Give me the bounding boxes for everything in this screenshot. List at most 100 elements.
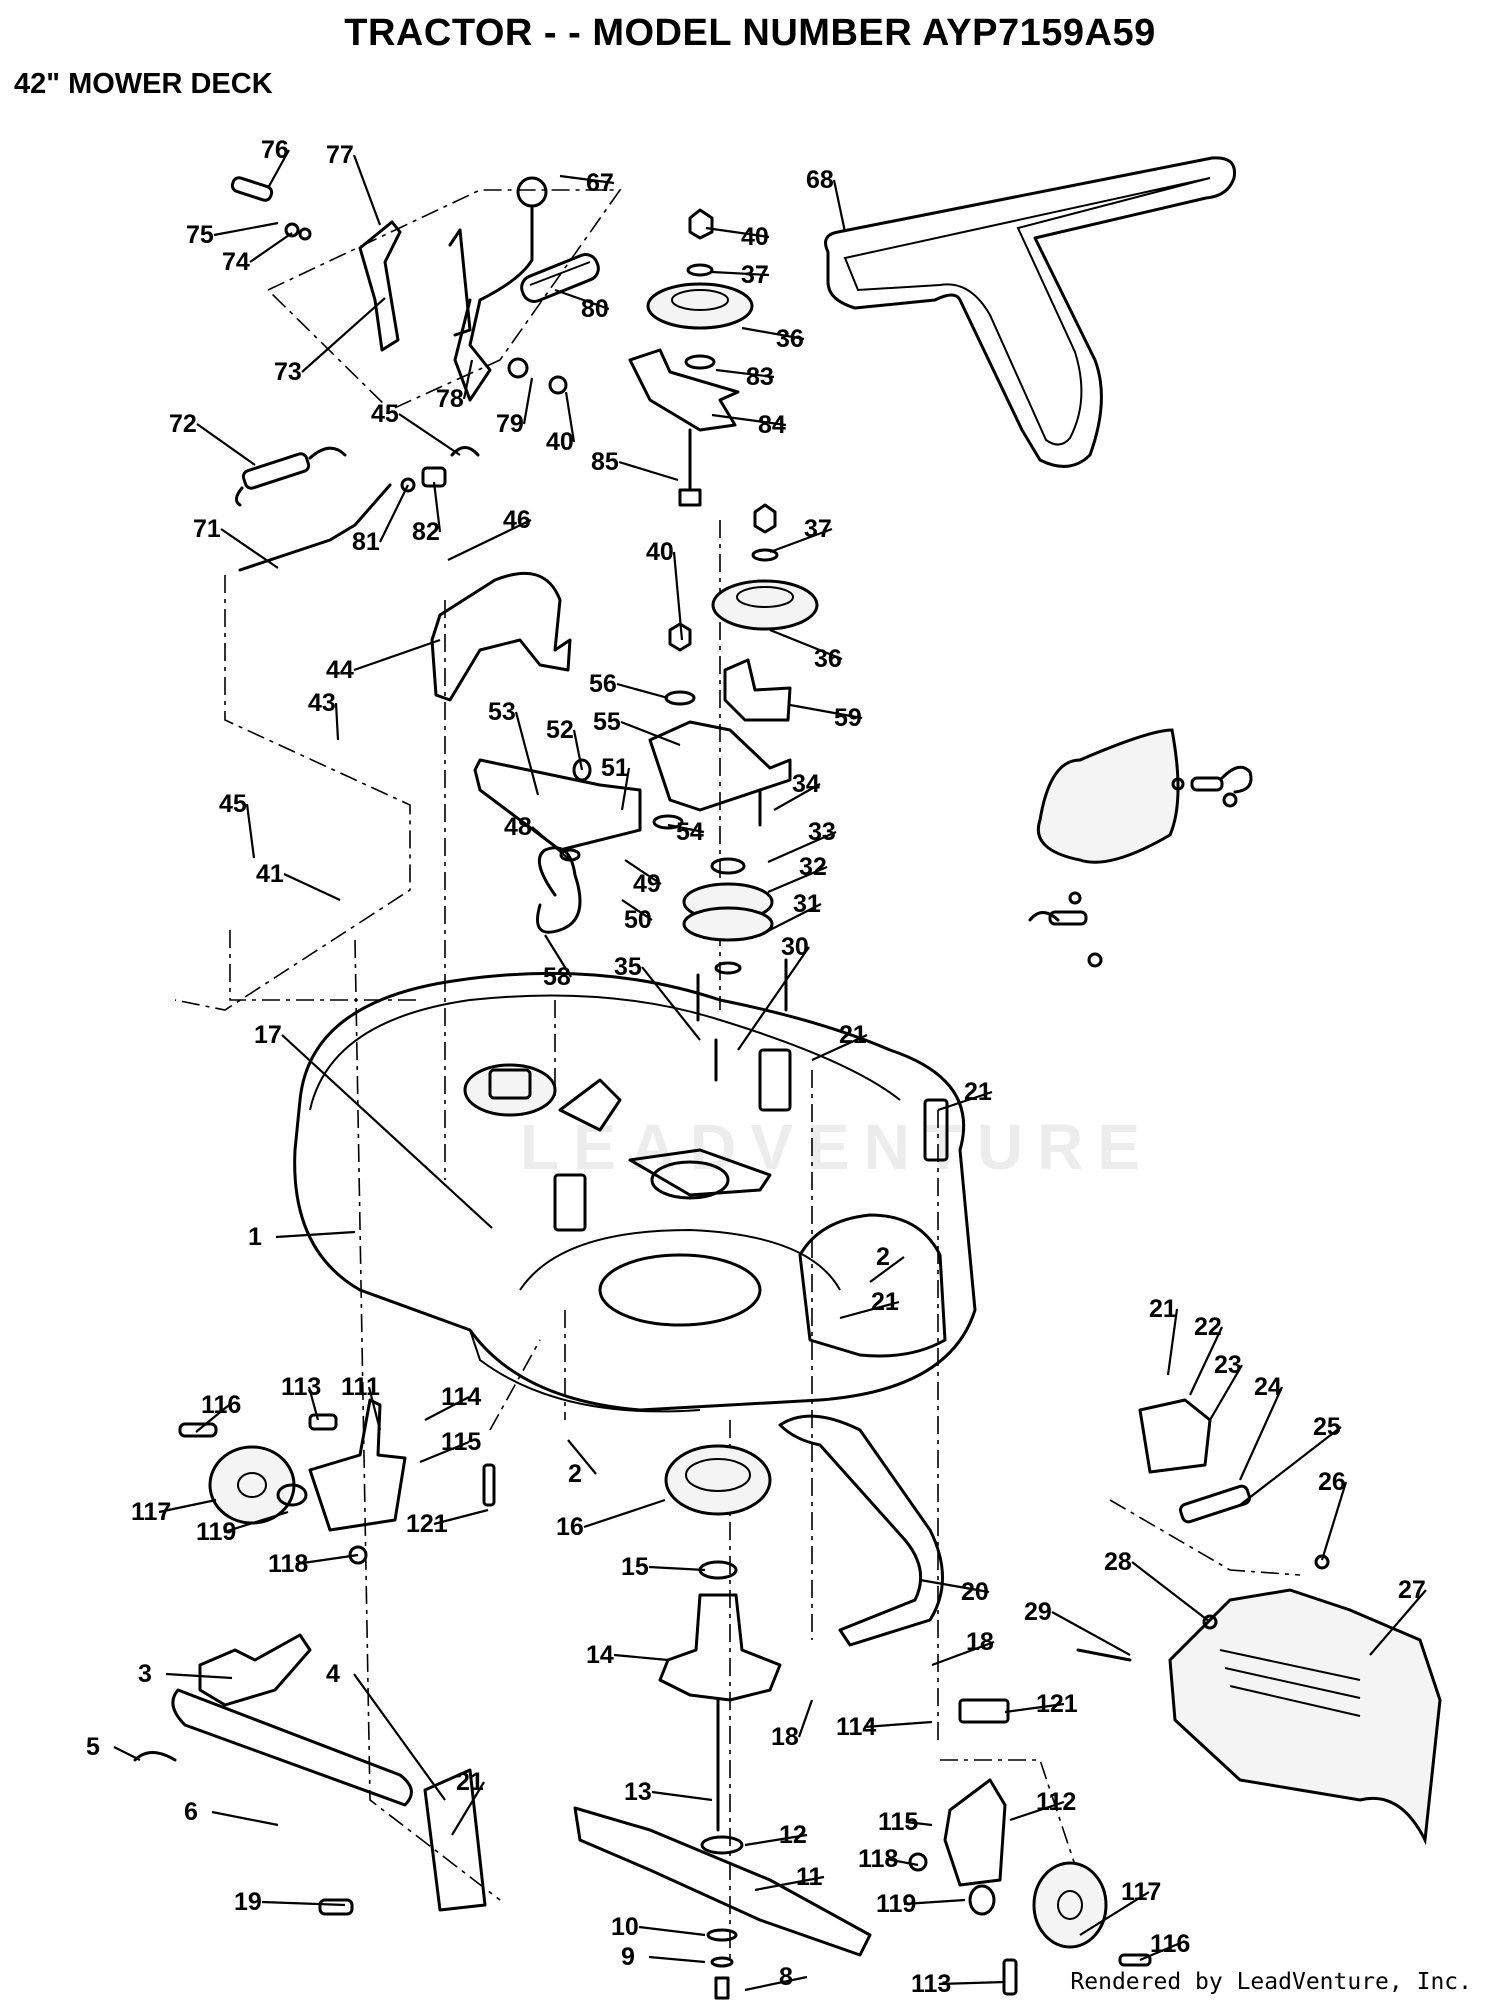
part-number-68: 68 <box>806 166 834 194</box>
part-number-116: 116 <box>1150 1930 1190 1958</box>
leader-line-116 <box>195 1404 230 1433</box>
part-number-84: 84 <box>758 411 786 439</box>
leader-line-58 <box>544 934 572 978</box>
leader-line-45 <box>398 413 461 456</box>
part-number-22: 22 <box>1194 1313 1222 1341</box>
part-number-40: 40 <box>741 223 769 251</box>
part-number-49: 49 <box>633 870 661 898</box>
leader-line-113 <box>938 1980 1006 1986</box>
leader-line-37 <box>769 527 833 554</box>
leader-line-40 <box>672 551 684 641</box>
part-number-12: 12 <box>779 1821 807 1849</box>
part-number-111: 111 <box>341 1373 380 1401</box>
part-number-21: 21 <box>1149 1295 1177 1323</box>
part-number-80: 80 <box>581 295 609 323</box>
part-number-119: 119 <box>876 1890 916 1918</box>
part-number-16: 16 <box>556 1513 584 1541</box>
part-number-58: 58 <box>543 963 571 991</box>
part-number-4: 4 <box>326 1660 340 1688</box>
leader-line-71 <box>220 528 279 569</box>
part-number-113: 113 <box>911 1970 951 1998</box>
part-number-43: 43 <box>308 689 336 717</box>
leader-line-45 <box>245 803 256 859</box>
part-number-25: 25 <box>1313 1413 1341 1441</box>
page-title: TRACTOR - - MODEL NUMBER AYP7159A59 <box>344 12 1156 54</box>
part-number-3: 3 <box>138 1660 152 1688</box>
part-number-54: 54 <box>676 818 704 846</box>
leader-line-49 <box>624 859 662 885</box>
lift-linkage <box>230 176 600 402</box>
part-number-82: 82 <box>412 518 440 546</box>
part-number-83: 83 <box>746 363 774 391</box>
leader-line-83 <box>715 368 775 379</box>
leader-line-25 <box>1239 1426 1342 1506</box>
part-number-116: 116 <box>201 1391 241 1419</box>
part-number-9: 9 <box>621 1943 635 1971</box>
leader-line-24 <box>1238 1386 1284 1481</box>
pulley-stack-upper <box>628 208 754 507</box>
belt-68-inner <box>843 177 1211 446</box>
leader-line-21 <box>839 1300 900 1320</box>
part-number-118: 118 <box>858 1845 898 1873</box>
spring-rod <box>235 446 480 572</box>
part-number-2: 2 <box>876 1243 890 1271</box>
part-number-55: 55 <box>593 708 621 736</box>
leader-line-117 <box>1079 1891 1150 1936</box>
leader-line-46 <box>447 519 532 561</box>
leader-line-78 <box>462 359 474 400</box>
leader-line-119 <box>903 1898 966 1906</box>
part-number-31: 31 <box>793 890 821 918</box>
part-number-17: 17 <box>254 1021 282 1049</box>
leader-line-82 <box>432 481 442 533</box>
part-number-33: 33 <box>808 818 836 846</box>
leader-line-10 <box>638 1925 706 1937</box>
leader-line-22 <box>1189 1326 1223 1396</box>
leader-line-41 <box>283 873 341 901</box>
part-number-48: 48 <box>504 813 532 841</box>
leader-line-81 <box>379 484 409 543</box>
leader-line-111 <box>367 1386 382 1431</box>
part-number-113: 113 <box>281 1373 321 1401</box>
part-number-32: 32 <box>799 853 827 881</box>
leader-line-36 <box>769 628 843 661</box>
leader-line-56 <box>616 682 669 700</box>
part-number-112: 112 <box>1036 1788 1076 1816</box>
leader-line-21 <box>1166 1308 1179 1376</box>
leader-line-14 <box>613 1653 669 1662</box>
leader-line-121 <box>1004 1702 1065 1714</box>
hanger-brackets <box>133 1633 487 1916</box>
leader-line-68 <box>832 179 847 233</box>
leader-line-43 <box>334 702 340 741</box>
part-number-21: 21 <box>839 1021 867 1049</box>
part-number-50: 50 <box>624 906 652 934</box>
part-number-41: 41 <box>256 860 284 888</box>
part-number-34: 34 <box>792 770 820 798</box>
part-number-121: 121 <box>406 1510 448 1538</box>
leader-line-118 <box>295 1553 359 1566</box>
leader-line-115 <box>905 1820 933 1827</box>
part-number-35: 35 <box>614 953 642 981</box>
leader-line-75 <box>213 221 279 237</box>
part-number-5: 5 <box>86 1733 100 1761</box>
leader-line-13 <box>651 1790 713 1802</box>
part-number-11: 11 <box>796 1863 823 1891</box>
leader-line-29 <box>1051 1611 1131 1656</box>
leader-line-21 <box>937 1090 993 1112</box>
part-number-117: 117 <box>131 1498 171 1526</box>
leader-line-79 <box>522 377 534 425</box>
leader-line-21 <box>811 1033 868 1062</box>
part-number-81: 81 <box>352 528 380 556</box>
part-number-76: 76 <box>261 136 289 164</box>
leader-line-53 <box>514 711 540 796</box>
part-number-8: 8 <box>779 1963 793 1991</box>
part-number-19: 19 <box>234 1888 262 1916</box>
leader-line-118 <box>885 1857 919 1867</box>
leader-line-114 <box>424 1396 470 1421</box>
pulley-stack-lower <box>682 857 788 1082</box>
gauge-wheel-right <box>908 1698 1152 1996</box>
leader-line-31 <box>759 903 822 936</box>
part-number-37: 37 <box>741 261 769 289</box>
part-number-119: 119 <box>196 1518 236 1546</box>
part-number-56: 56 <box>589 670 617 698</box>
